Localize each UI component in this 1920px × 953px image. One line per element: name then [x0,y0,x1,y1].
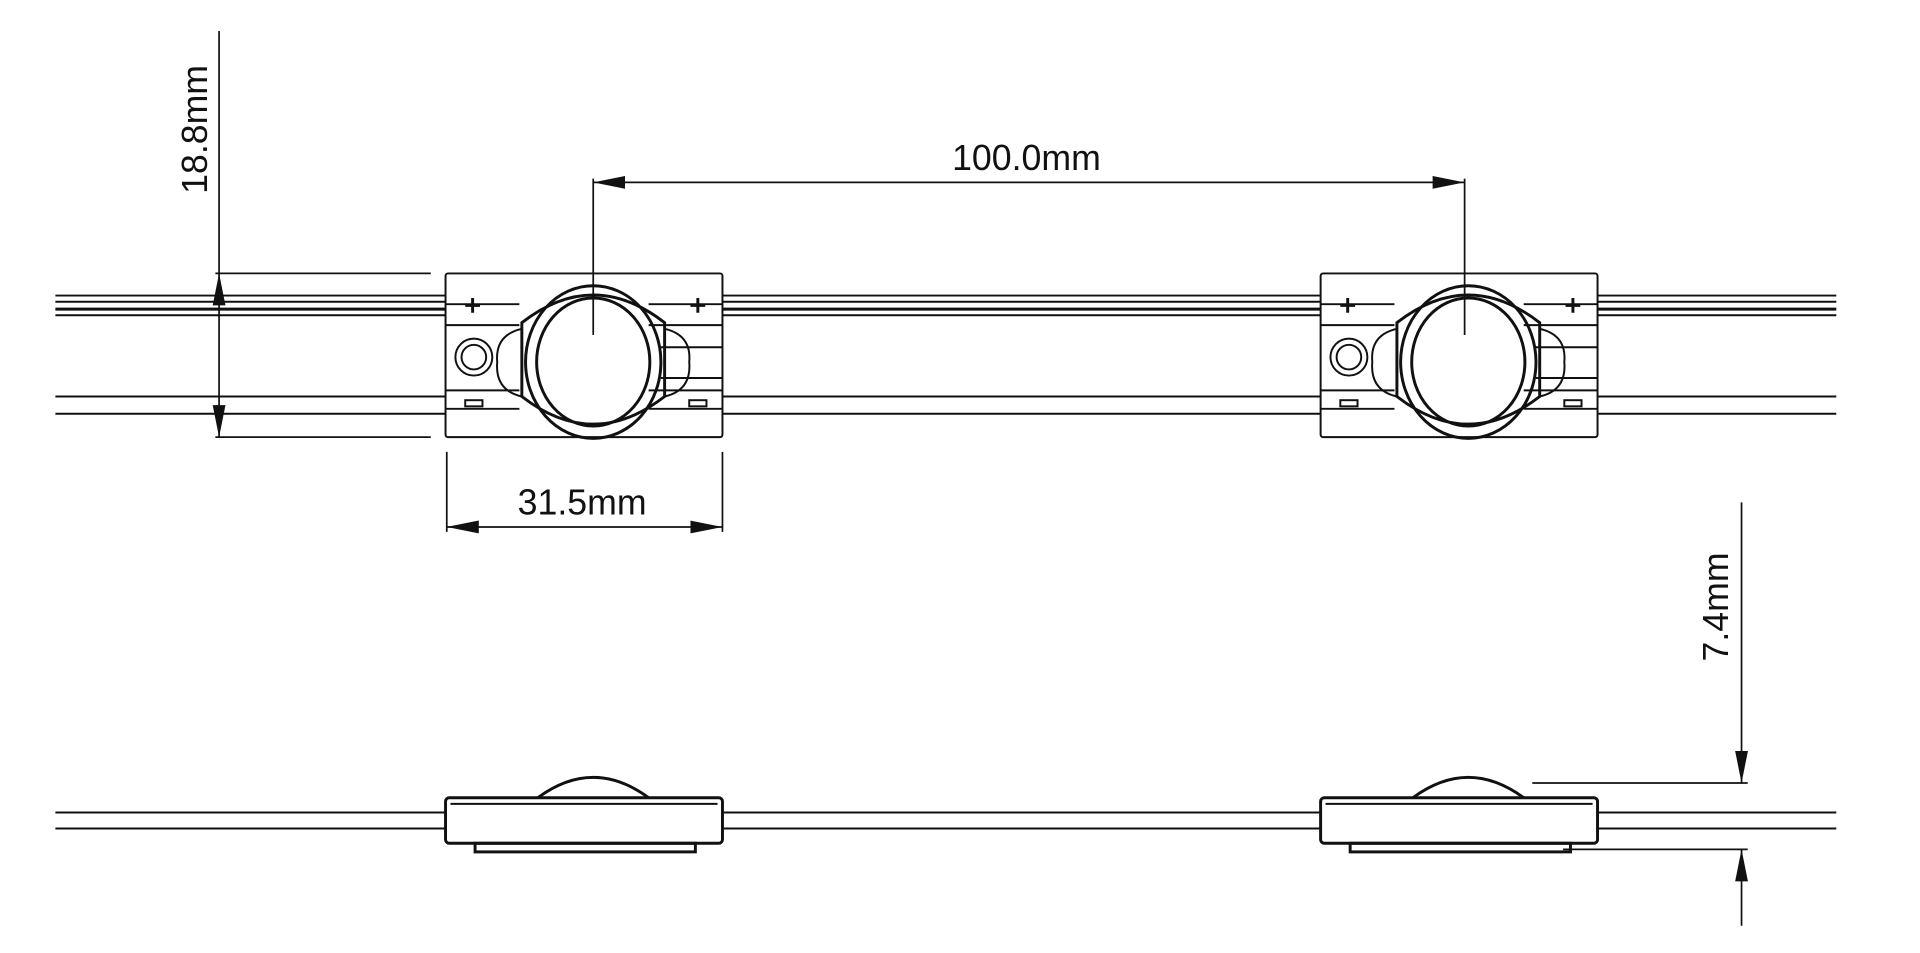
led-module-1-top [444,271,724,440]
dimension-pitch: 100.0mm [592,138,1466,335]
led-module-2-side [1319,775,1600,854]
led-module-1-side [444,775,724,854]
dimension-module-thickness: 7.4mm [1532,502,1748,926]
side-view [55,775,1837,854]
dimension-label-height: 18.8mm [175,65,215,194]
wire-negative [55,395,1837,415]
dimension-module-height: 18.8mm [175,30,431,438]
dimension-module-width: 31.5mm [445,451,724,534]
wire-positive [55,294,1837,317]
top-view [55,271,1837,440]
dimension-label-width: 31.5mm [518,483,647,523]
dimension-label-thickness: 7.4mm [1696,552,1736,661]
dimension-label-pitch: 100.0mm [952,138,1101,178]
led-module-2-top [1319,271,1600,440]
